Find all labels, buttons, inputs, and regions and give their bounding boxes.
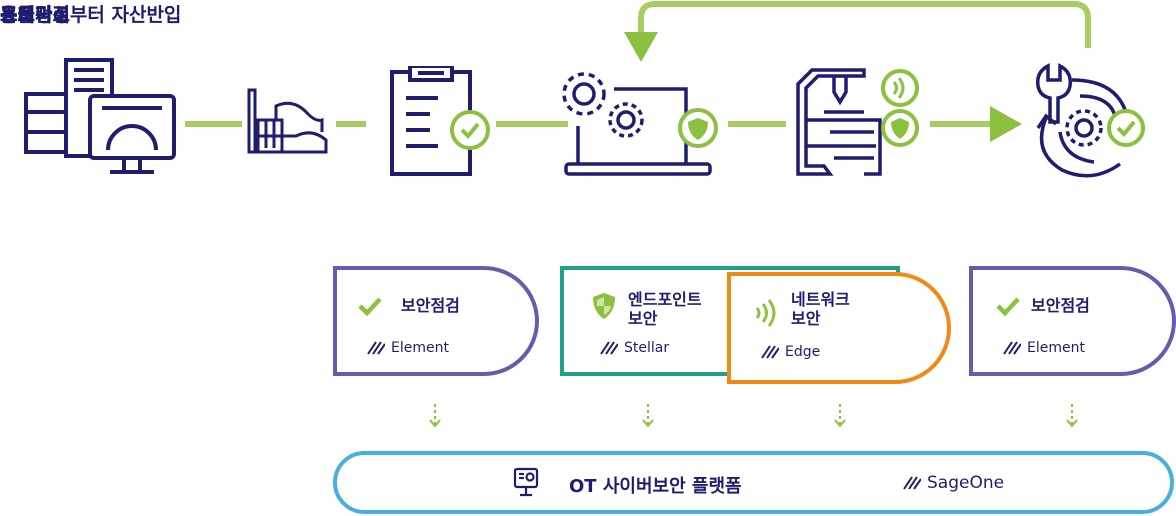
product-label: Edge <box>761 344 820 360</box>
product-name: Element <box>1027 340 1085 356</box>
product-label: Stellar <box>600 340 669 356</box>
product-label: Element <box>1003 340 1085 356</box>
stage-label-asset-intake: 공급자로부터 자산반입 <box>0 4 182 26</box>
stage-label-production: 프로덕션 <box>0 4 70 26</box>
stage-label-onboarding: 온보딩 <box>0 4 53 26</box>
hatch-logo-icon <box>367 341 385 355</box>
forward-arrowhead <box>990 106 1022 142</box>
wrench-gear-cycle-check-icon <box>1035 63 1145 178</box>
platform-product-label: SageOne <box>903 473 1004 493</box>
product-name: Stellar <box>624 340 670 356</box>
hatch-logo-icon <box>600 341 618 355</box>
dashed-down-arrow <box>834 404 846 428</box>
product-name: Element <box>391 340 449 356</box>
hatch-logo-icon <box>903 476 921 490</box>
check-icon <box>358 297 382 316</box>
stage-label-maintenance: 유지관리 <box>0 4 70 26</box>
dashed-down-arrow <box>642 404 654 428</box>
wireless-icon <box>755 299 776 327</box>
hatch-logo-icon <box>1003 341 1021 355</box>
laptop-gears-shield-icon <box>562 72 718 176</box>
check-icon <box>996 297 1020 316</box>
shield-icon <box>593 293 615 319</box>
factory-icon <box>247 88 328 154</box>
loop-back-line <box>638 1 1091 48</box>
servers-monitor-gear-icon <box>24 58 176 174</box>
platform-title: OT 사이버보안 플랫폼 <box>569 476 742 497</box>
monitor-icon <box>513 467 539 497</box>
security-check-card-onboarding: 보안점검 Element <box>333 266 539 376</box>
clipboard-check-icon <box>390 66 490 176</box>
loop-arrowhead <box>624 32 658 62</box>
ot-platform-bar: OT 사이버보안 플랫폼 SageOne <box>333 451 1174 514</box>
stage-label-staging: 스테이징 <box>0 4 70 26</box>
card-title: 보안점검 <box>401 296 460 315</box>
dashed-down-arrow <box>429 404 441 428</box>
dashed-down-arrow <box>1066 404 1078 428</box>
flow-connectors <box>185 1 1091 142</box>
product-label: Element <box>367 340 449 356</box>
hatch-logo-icon <box>761 345 779 359</box>
machine-wireless-shield-icon <box>796 68 919 176</box>
security-check-card-maintenance: 보안점검 Element <box>969 266 1176 376</box>
card-title: 보안점검 <box>1031 296 1090 315</box>
product-name: Edge <box>785 344 821 360</box>
product-name: SageOne <box>927 473 1005 493</box>
